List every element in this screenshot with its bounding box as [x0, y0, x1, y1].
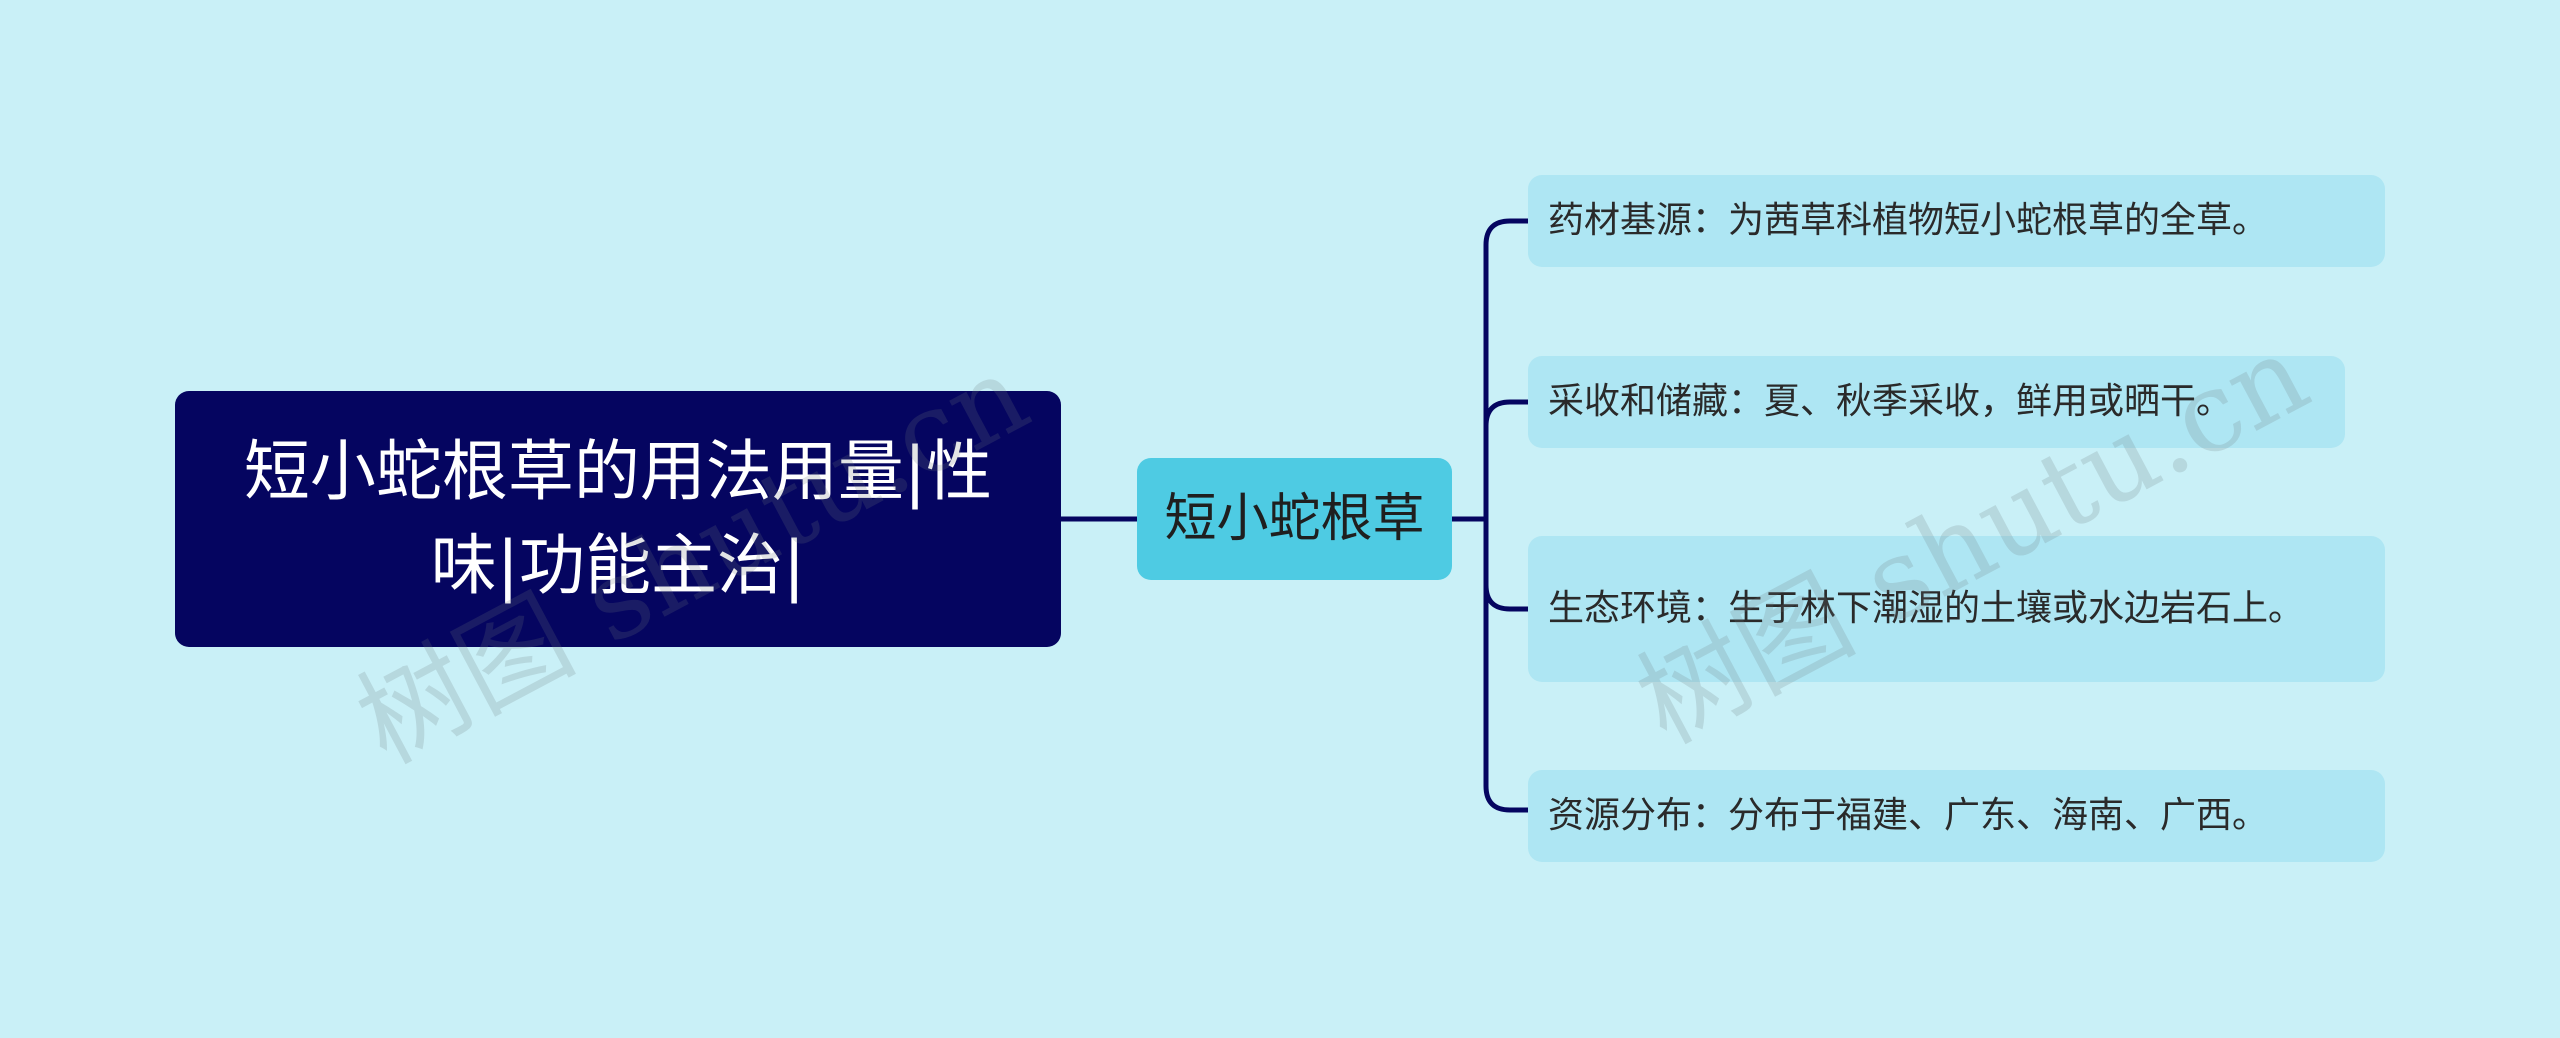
- leaf-node-text: 采收和储藏：夏、秋季采收，鲜用或晒干。: [1548, 381, 2233, 422]
- leaf-node-distribution[interactable]: 资源分布：分布于福建、广东、海南、广西。: [1528, 770, 2385, 862]
- leaf-node-source[interactable]: 药材基源：为茜草科植物短小蛇根草的全草。: [1528, 175, 2385, 267]
- branch-trunk-connector: [1483, 218, 1528, 813]
- leaf-node-text: 生态环境：生于林下潮湿的土壤或水边岩石上。: [1548, 588, 2305, 629]
- branch-connector-1: [1483, 399, 1528, 427]
- leaf-node-habitat[interactable]: 生态环境：生于林下潮湿的土壤或水边岩石上。: [1528, 536, 2385, 682]
- root-topic-node[interactable]: 短小蛇根草的用法用量|性味|功能主治|: [175, 391, 1061, 647]
- leaf-node-text: 资源分布：分布于福建、广东、海南、广西。: [1548, 795, 2269, 836]
- central-topic-node[interactable]: 短小蛇根草: [1137, 458, 1452, 580]
- root-topic-title: 短小蛇根草的用法用量|性味|功能主治|: [243, 433, 993, 604]
- central-topic-label: 短小蛇根草: [1164, 489, 1425, 549]
- leaf-node-harvest[interactable]: 采收和储藏：夏、秋季采收，鲜用或晒干。: [1528, 356, 2345, 448]
- branch-connector-2: [1483, 584, 1528, 612]
- leaf-node-text: 药材基源：为茜草科植物短小蛇根草的全草。: [1548, 200, 2269, 241]
